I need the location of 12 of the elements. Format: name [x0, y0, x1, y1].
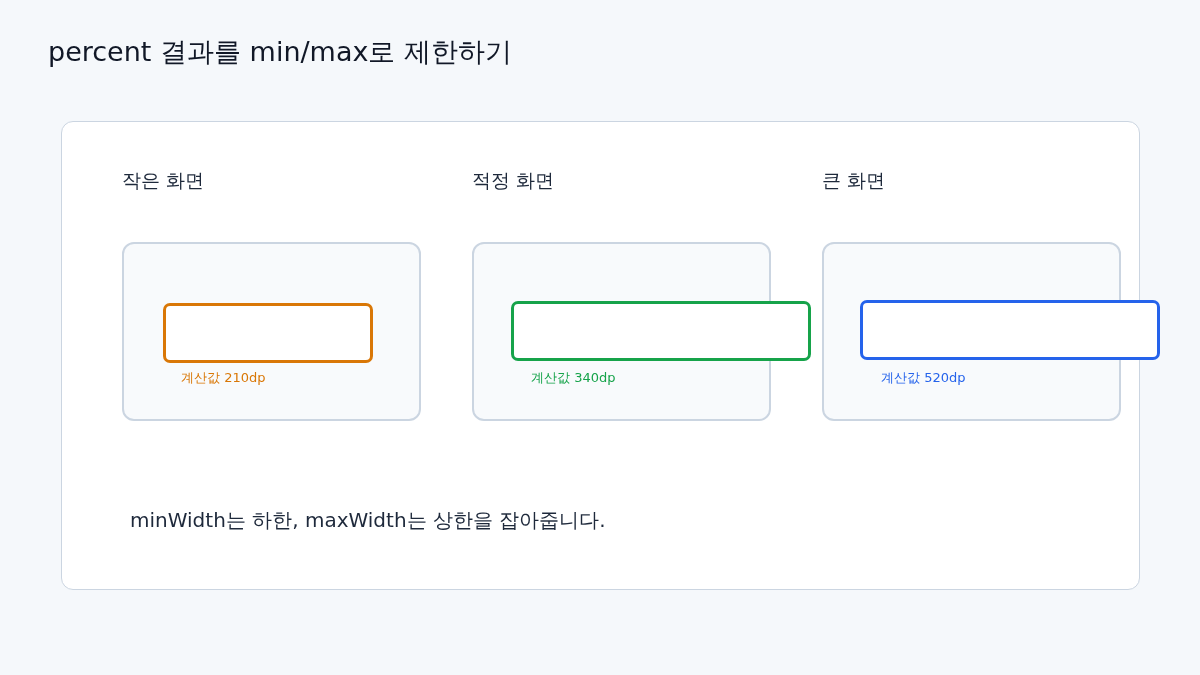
width-bar — [163, 303, 373, 363]
screen-heading: 큰 화면 — [822, 168, 886, 193]
screen-heading: 적정 화면 — [472, 168, 555, 193]
title: percent 결과를 min/max로 제한하기 — [48, 35, 512, 69]
computed-value-label: 계산값 520dp — [881, 370, 966, 387]
width-bar — [860, 300, 1160, 360]
computed-value-label: 계산값 340dp — [531, 370, 616, 387]
content-panel — [61, 121, 1140, 590]
computed-value-label: 계산값 210dp — [181, 370, 266, 387]
note-text: minWidth는 하한, maxWidth는 상한을 잡아줍니다. — [130, 507, 606, 533]
width-bar — [511, 301, 811, 361]
screen-heading: 작은 화면 — [122, 168, 205, 193]
